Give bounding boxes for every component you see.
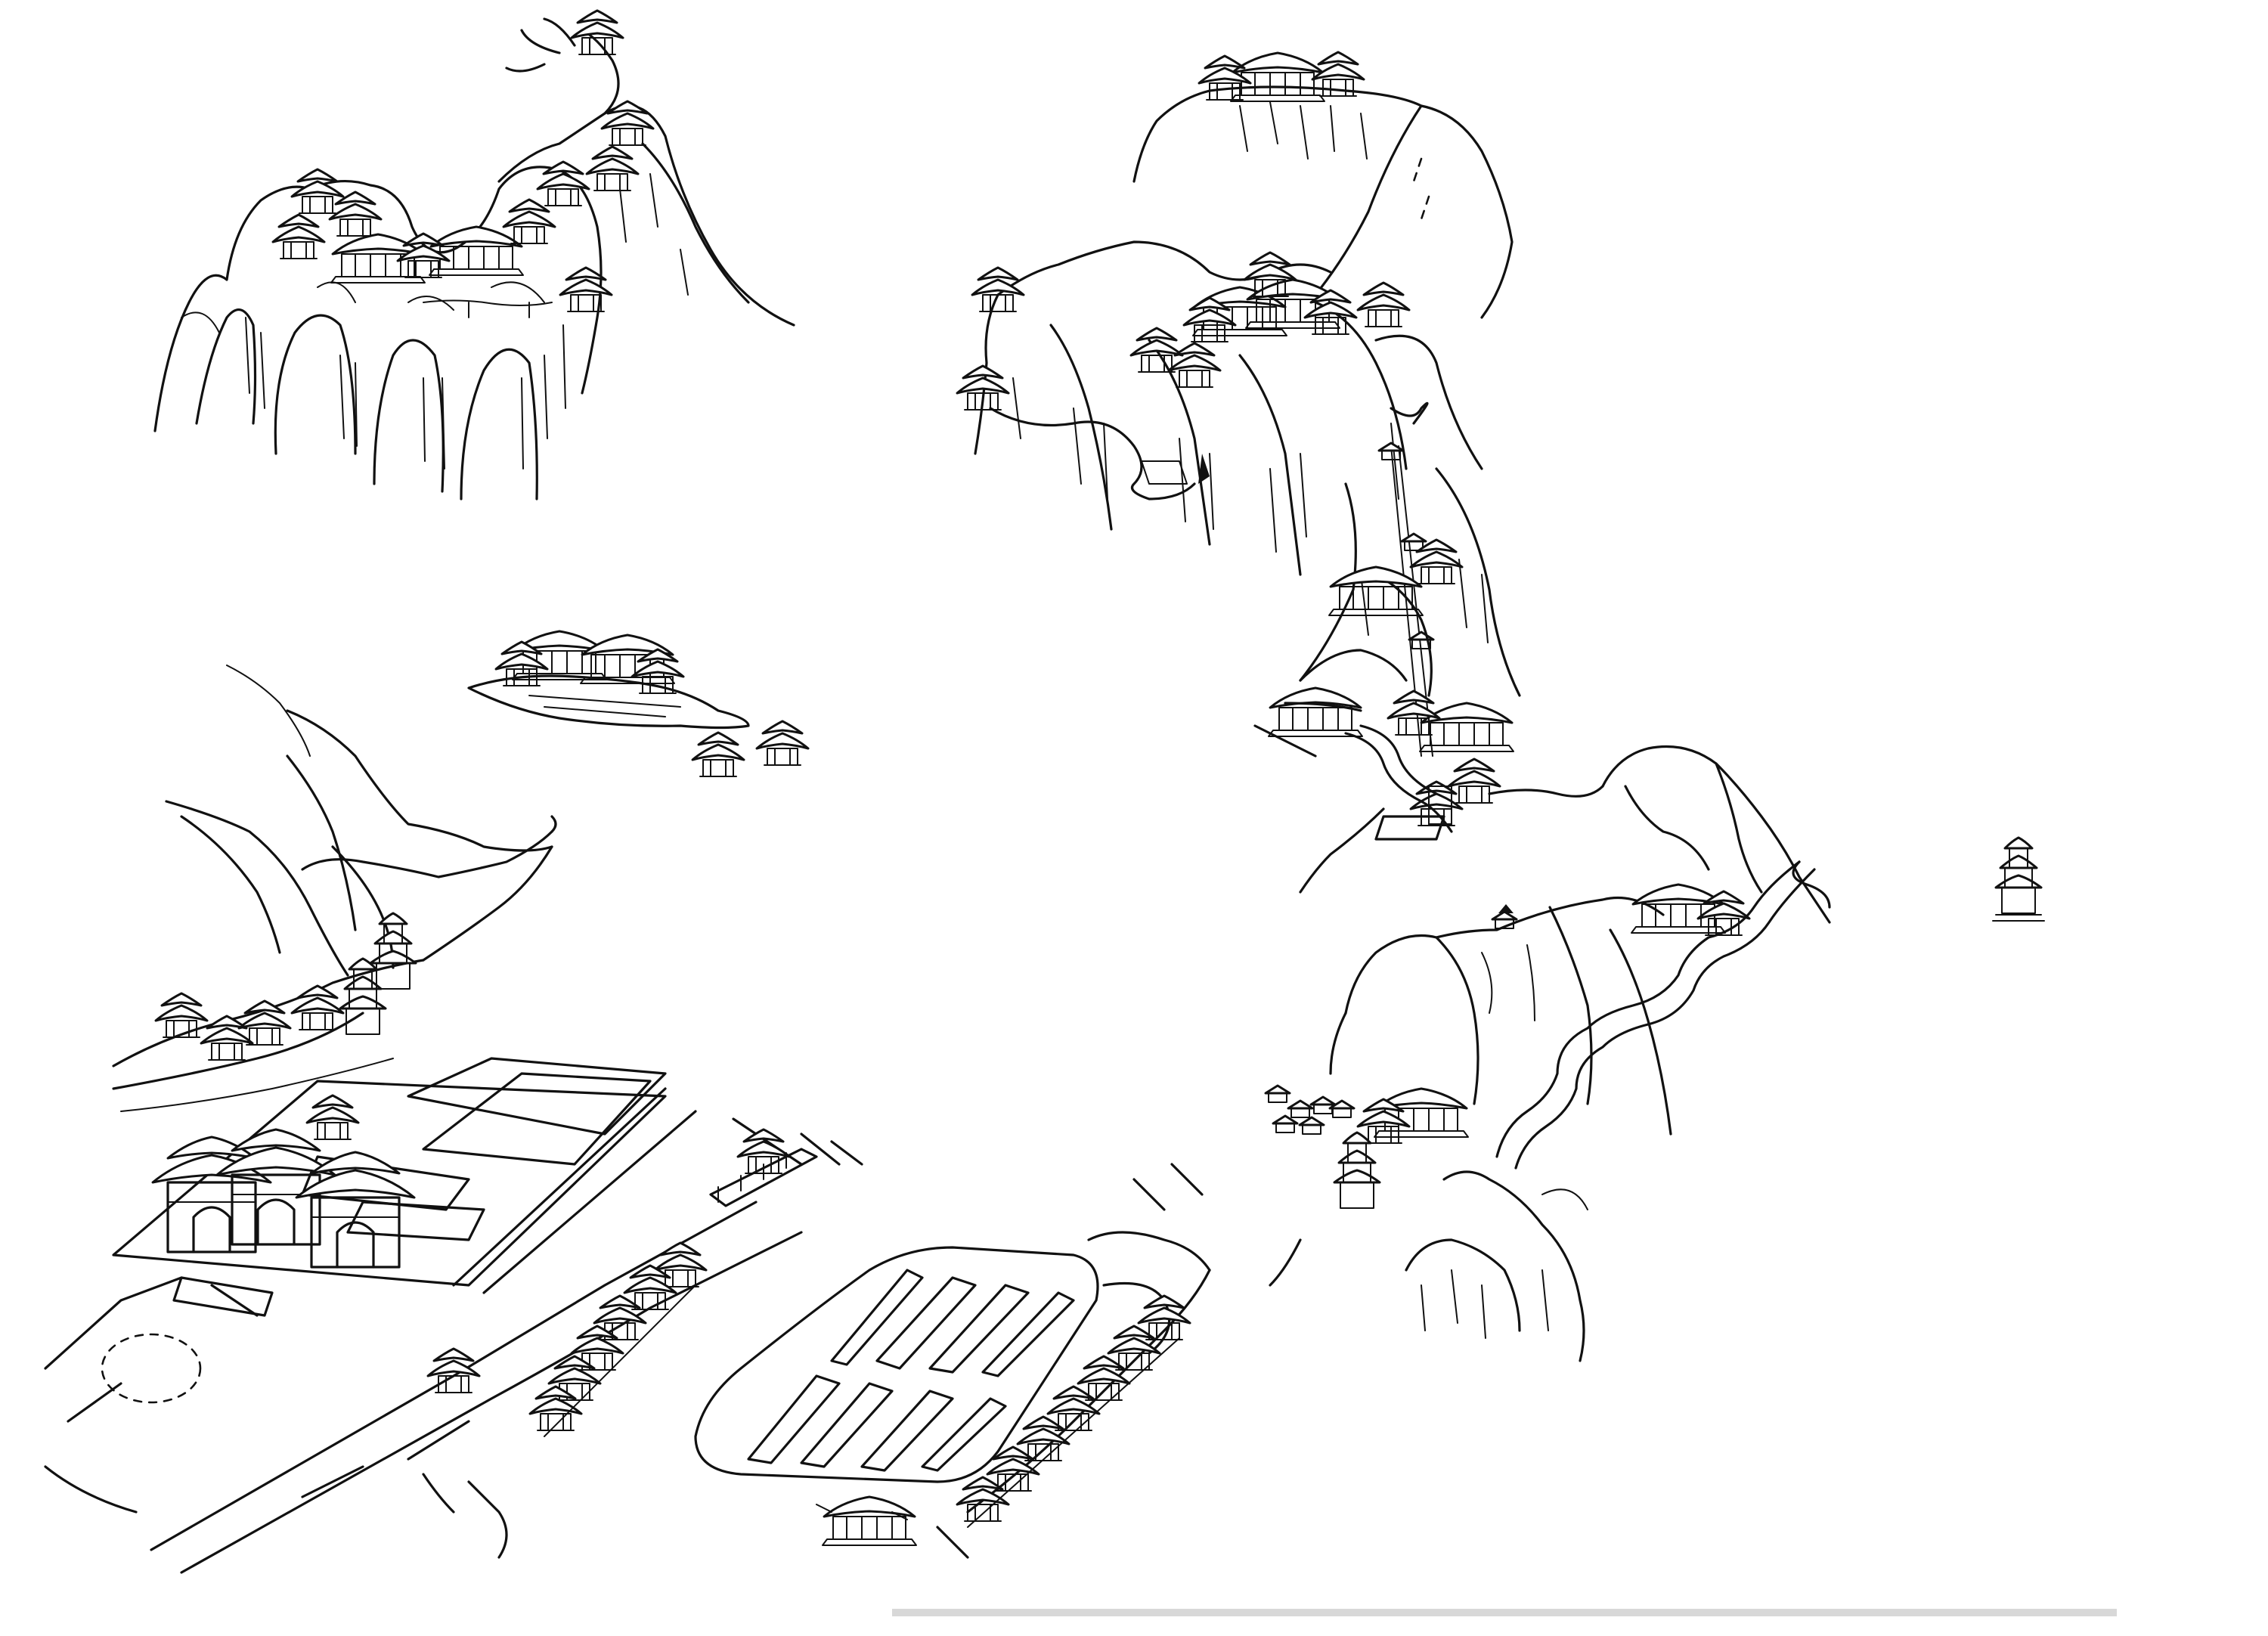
pavilion-row-south bbox=[956, 1294, 1191, 1528]
hills-east bbox=[1264, 745, 2045, 1362]
parking-lot bbox=[694, 1163, 1302, 1559]
valley-west bbox=[112, 665, 557, 1112]
temple-center bbox=[467, 630, 810, 778]
pavilion-row-avenue bbox=[528, 1241, 708, 1437]
gate-plaza bbox=[44, 1057, 803, 1574]
mountain-northwest bbox=[153, 9, 795, 500]
gate-bridge bbox=[709, 1117, 863, 1207]
mountain-northeast bbox=[956, 51, 1604, 894]
paper-smudge bbox=[892, 1609, 2117, 1616]
misc-structures bbox=[407, 1347, 918, 1559]
